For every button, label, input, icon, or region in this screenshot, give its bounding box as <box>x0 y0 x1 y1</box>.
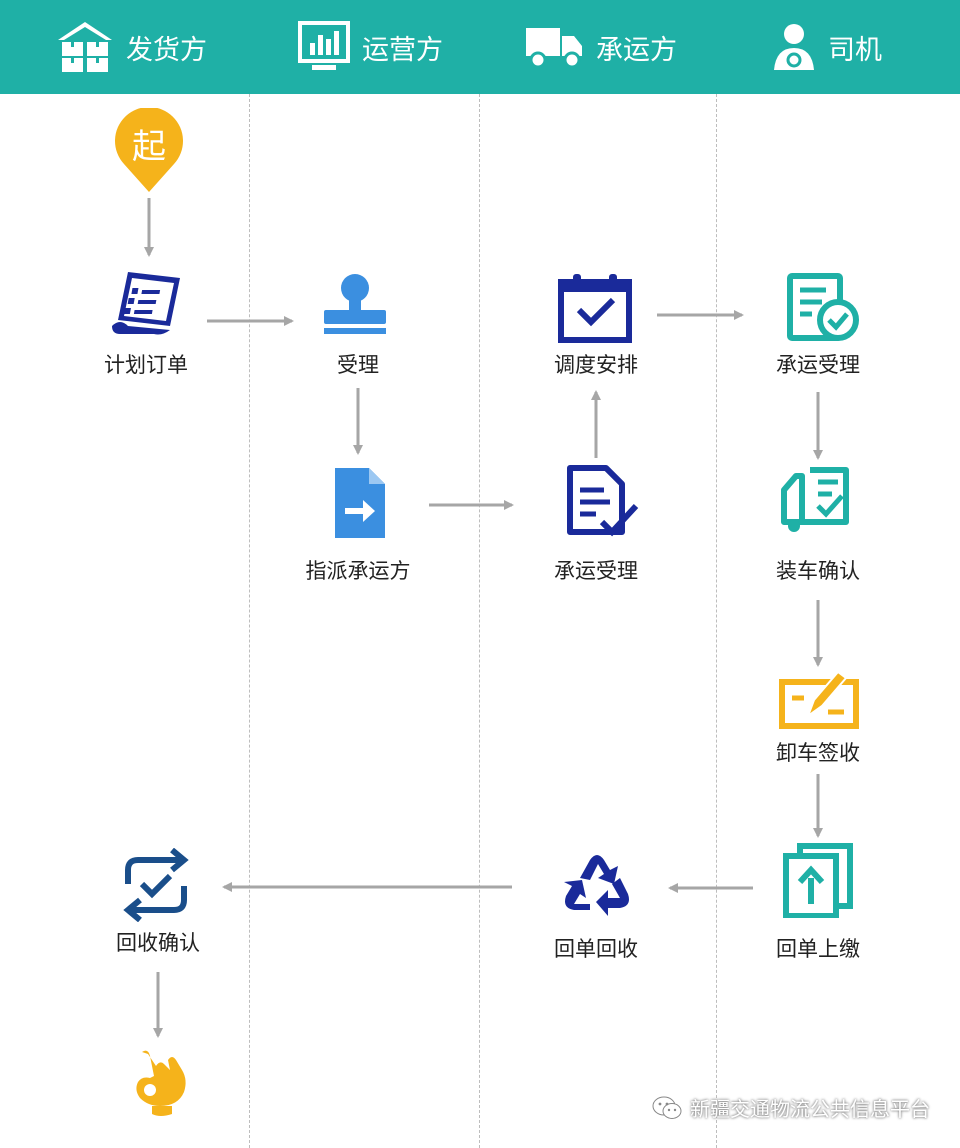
wechat-icon <box>652 1096 682 1119</box>
node-receipt-recycle-label: 回单回收 <box>554 937 638 961</box>
node-carrier-accept-driver-label: 承运受理 <box>776 353 860 377</box>
upload-docs-icon <box>783 843 853 918</box>
lane-title: 运营方 <box>362 34 443 66</box>
lane-shipper: 发货方 <box>56 0 207 94</box>
node-assign-carrier-label: 指派承运方 <box>305 559 411 583</box>
lane-title: 司机 <box>828 34 882 66</box>
refresh-check-icon <box>123 848 189 922</box>
stamp-icon <box>324 274 386 334</box>
truck-check-icon <box>781 467 849 532</box>
lane-carrier: 承运方 <box>524 0 677 94</box>
ok-hand-icon <box>136 1050 186 1116</box>
node-dispatch-label: 调度安排 <box>554 353 638 377</box>
node-carrier-accept-mid-label: 承运受理 <box>554 559 638 583</box>
start-label: 起 <box>132 127 166 167</box>
start-pin-icon: 起 <box>115 108 183 192</box>
form-check-icon <box>787 273 859 341</box>
driver-icon <box>774 24 814 70</box>
lane-driver: 司机 <box>772 0 882 94</box>
node-unload-sign-label: 卸车签收 <box>776 741 860 765</box>
lane-title: 发货方 <box>126 34 207 66</box>
watermark-text: 新疆交通物流公共信息平台 <box>690 1097 930 1121</box>
recycle-icon <box>564 855 629 916</box>
node-recycle-confirm-label: 回收确认 <box>116 931 200 955</box>
lane-divider <box>479 94 480 1148</box>
node-load-confirm-label: 装车确认 <box>776 559 860 583</box>
lane-divider <box>249 94 250 1148</box>
node-accept-label: 受理 <box>337 353 379 377</box>
node-plan-order-label: 计划订单 <box>104 353 188 377</box>
watermark: 新疆交通物流公共信息平台 <box>652 1093 930 1122</box>
order-list-icon <box>112 272 180 335</box>
lane-divider <box>716 94 717 1148</box>
bar-chart-icon <box>298 21 350 70</box>
sign-pen-icon <box>779 670 859 729</box>
lane-operator: 运营方 <box>298 0 443 94</box>
warehouse-icon <box>58 22 112 72</box>
truck-icon <box>526 28 582 69</box>
lane-title: 承运方 <box>596 34 677 66</box>
calendar-check-icon <box>558 274 632 343</box>
node-receipt-upload-label: 回单上缴 <box>776 937 860 961</box>
file-arrow-icon <box>335 468 385 538</box>
document-check-icon <box>567 465 639 537</box>
lane-header-bar <box>0 0 960 94</box>
